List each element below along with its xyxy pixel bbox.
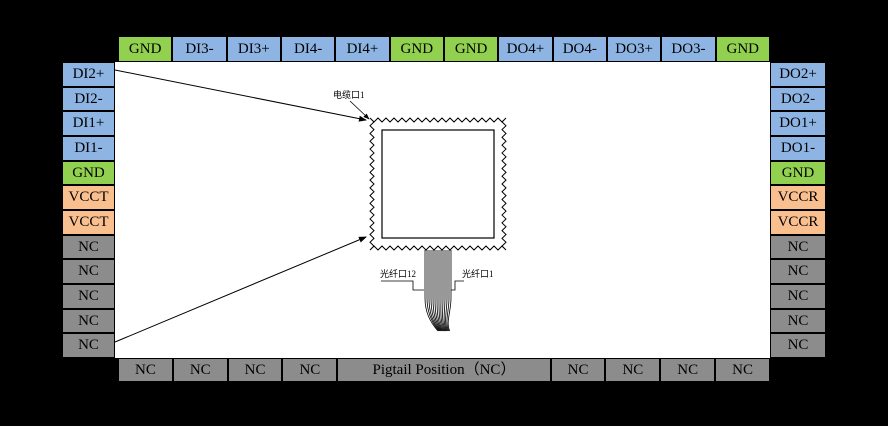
pin-nc: NC [227, 358, 283, 382]
pin-vccr: VCCR [770, 185, 826, 211]
pin-do2-: DO2- [770, 86, 826, 112]
pin-nc: NC [770, 284, 826, 309]
pin-nc: NC [770, 333, 826, 359]
pin-di3-: DI3- [172, 36, 227, 62]
pin-di2-: DI2- [62, 86, 115, 112]
pin-gnd: GND [118, 36, 173, 62]
diagram-panel [115, 62, 770, 358]
pin-di4-: DI4- [280, 36, 336, 62]
pin-vccr: VCCR [770, 210, 826, 235]
pin-nc: NC [282, 358, 338, 382]
pin-gnd: GND [389, 36, 444, 62]
pin-nc: NC [715, 358, 770, 382]
pin-nc: NC [62, 234, 115, 260]
pin-di2+: DI2+ [62, 62, 115, 87]
pin-gnd: GND [715, 36, 770, 62]
pin-gnd: GND [62, 160, 115, 186]
pin-nc: NC [62, 333, 115, 359]
pin-do2+: DO2+ [770, 62, 826, 87]
pin-do1+: DO1+ [770, 111, 826, 137]
pin-nc: NC [770, 234, 826, 260]
pin-vcct: VCCT [62, 185, 115, 211]
pin-di4+: DI4+ [335, 36, 390, 62]
pin-do3+: DO3+ [606, 36, 662, 62]
pin-gnd: GND [770, 160, 826, 186]
pin-di3+: DI3+ [226, 36, 281, 62]
pin-nc: NC [118, 358, 173, 382]
pin-nc: NC [605, 358, 661, 382]
pin-nc: NC [62, 259, 115, 285]
pin-di1+: DI1+ [62, 111, 115, 137]
pin-nc: NC [550, 358, 606, 382]
pin-pigtail-position-nc-: Pigtail Position（NC） [337, 358, 551, 382]
pin-do1-: DO1- [770, 136, 826, 161]
pin-nc: NC [660, 358, 716, 382]
pin-vcct: VCCT [62, 210, 115, 235]
pin-nc: NC [62, 308, 115, 334]
pin-nc: NC [172, 358, 228, 382]
pin-nc: NC [770, 308, 826, 334]
pin-di1-: DI1- [62, 136, 115, 161]
pin-gnd: GND [443, 36, 499, 62]
pin-nc: NC [62, 284, 115, 309]
pin-do4-: DO4- [552, 36, 607, 62]
pin-nc: NC [770, 259, 826, 285]
pin-do3-: DO3- [661, 36, 716, 62]
pin-do4+: DO4+ [498, 36, 553, 62]
